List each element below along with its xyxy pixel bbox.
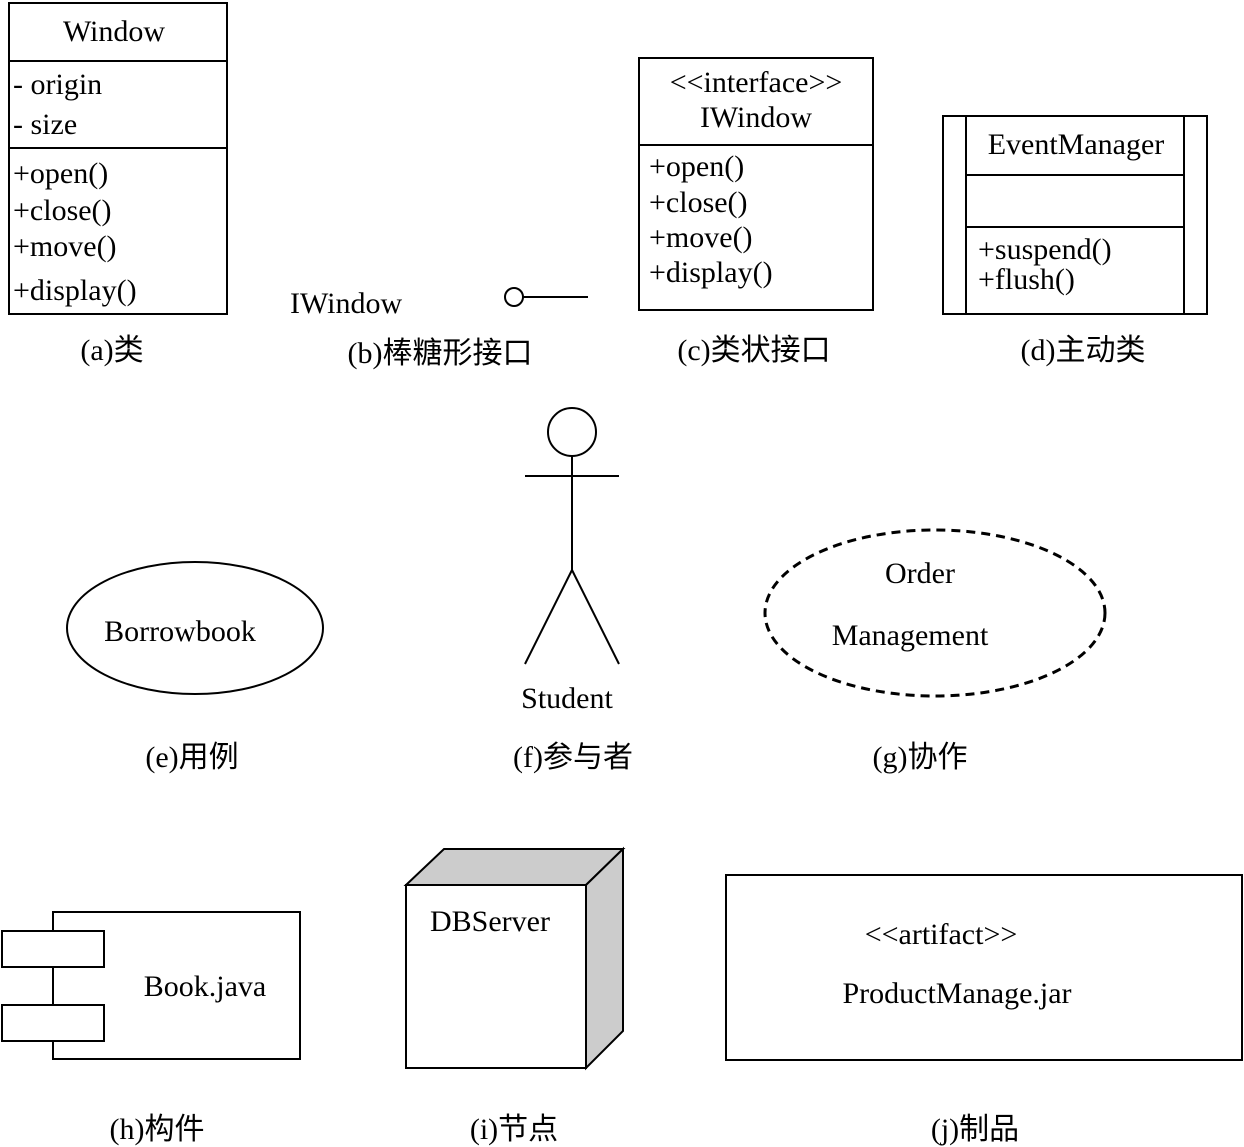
usecase-borrowbook: Borrowbook bbox=[66, 561, 324, 695]
collaboration-line1: Order bbox=[885, 557, 955, 590]
artifact-productmanage: <<artifact>> ProductManage.jar bbox=[725, 874, 1243, 1061]
caption-interface: (c)类状接口 bbox=[677, 334, 830, 367]
class-attribute-origin: - origin bbox=[13, 68, 102, 101]
collaboration-line2: Management bbox=[832, 619, 989, 652]
class-operation-display: +display() bbox=[13, 274, 137, 307]
actor-student: Student bbox=[521, 407, 620, 715]
interface-box bbox=[638, 57, 874, 311]
caption-component: (h)构件 bbox=[110, 1113, 205, 1146]
collaboration-order-management: Order Management bbox=[763, 528, 1107, 698]
caption-artifact: (j)制品 bbox=[931, 1113, 1019, 1146]
interface-operation-display: +display() bbox=[649, 256, 773, 289]
active-class-name: EventManager bbox=[988, 128, 1165, 161]
collaboration-ellipse bbox=[763, 528, 1107, 698]
class-name: Window bbox=[63, 15, 165, 48]
caption-active-class: (d)主动类 bbox=[1021, 334, 1146, 367]
caption-lollipop: (b)棒糖形接口 bbox=[348, 337, 533, 370]
class-operation-open: +open() bbox=[13, 157, 108, 190]
actor-head bbox=[547, 407, 597, 457]
actor-name: Student bbox=[521, 682, 613, 715]
active-class-operation-suspend: +suspend() bbox=[978, 233, 1112, 266]
node-front-face bbox=[405, 884, 587, 1069]
caption-node: (i)节点 bbox=[470, 1113, 558, 1146]
active-class-box bbox=[942, 115, 1208, 315]
caption-usecase: (e)用例 bbox=[145, 741, 238, 774]
actor-left-leg bbox=[524, 569, 573, 665]
component-tab-lower bbox=[1, 1004, 105, 1042]
actor-right-leg bbox=[571, 569, 620, 665]
artifact-stereotype: <<artifact>> bbox=[865, 918, 1018, 951]
caption-class: (a)类 bbox=[80, 334, 143, 367]
active-class-operation-flush: +flush() bbox=[978, 263, 1075, 296]
lollipop-circle bbox=[504, 287, 524, 307]
component-tab-upper bbox=[1, 930, 105, 968]
interface-operation-move: +move() bbox=[649, 221, 753, 254]
interface-name: IWindow bbox=[700, 101, 812, 134]
interface-operation-open: +open() bbox=[649, 150, 744, 183]
class-attribute-size: - size bbox=[13, 108, 77, 141]
caption-actor: (f)参与者 bbox=[513, 741, 633, 774]
interface-iwindow: <<interface>> IWindow +open() +close() +… bbox=[638, 57, 874, 311]
artifact-name: ProductManage.jar bbox=[842, 977, 1071, 1010]
usecase-name: Borrowbook bbox=[104, 615, 256, 648]
class-operation-close: +close() bbox=[13, 194, 112, 227]
active-class-eventmanager: EventManager +suspend() +flush() bbox=[942, 115, 1208, 315]
interface-operation-close: +close() bbox=[649, 186, 748, 219]
lollipop-interface: IWindow bbox=[290, 287, 588, 320]
class-box bbox=[8, 2, 228, 315]
component-book-java: Book.java bbox=[1, 911, 301, 1060]
node-side-face bbox=[585, 846, 624, 1071]
lollipop-label: IWindow bbox=[290, 287, 402, 320]
interface-stereotype: <<interface>> bbox=[670, 66, 843, 99]
component-name: Book.java bbox=[144, 970, 266, 1003]
class-window: Window - origin - size +open() +close() … bbox=[8, 2, 228, 315]
usecase-ellipse bbox=[66, 561, 324, 695]
node-dbserver: DBServer bbox=[403, 846, 626, 1071]
artifact-box bbox=[725, 874, 1243, 1061]
node-name: DBServer bbox=[430, 905, 550, 938]
class-operation-move: +move() bbox=[13, 230, 117, 263]
caption-collaboration: (g)协作 bbox=[873, 741, 968, 774]
